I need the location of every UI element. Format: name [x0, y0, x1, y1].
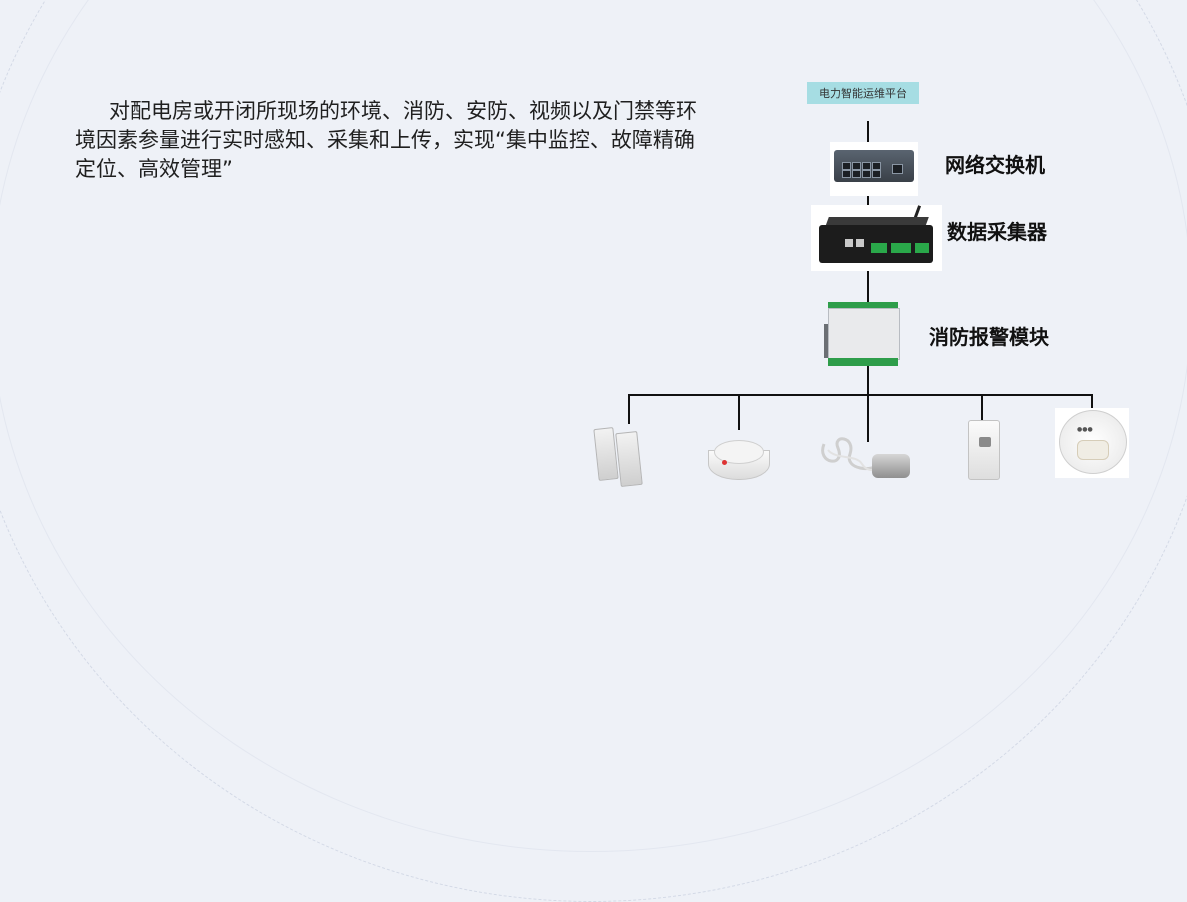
- drop-line: [1091, 394, 1093, 412]
- fire-module-label: 消防报警模块: [929, 325, 1049, 349]
- data-collector-icon: [811, 205, 942, 271]
- switch-label: 网络交换机: [945, 153, 1045, 177]
- connector-line: [867, 362, 869, 442]
- drop-line: [738, 394, 740, 430]
- pir-sensor-icon: [964, 420, 1004, 482]
- bus-line: [628, 394, 1093, 396]
- description-text: 对配电房或开闭所现场的环境、消防、安防、视频以及门禁等环境因素参量进行实时感知、…: [75, 99, 697, 181]
- ceiling-smoke-detector-icon: ●●●: [1055, 408, 1129, 478]
- platform-box: 电力智能运维平台: [807, 82, 919, 104]
- connector-line: [867, 270, 869, 304]
- connector-line: [867, 121, 869, 142]
- smoke-detector-icon: [706, 430, 772, 484]
- collector-label: 数据采集器: [947, 220, 1047, 244]
- door-magnet-sensor-icon: [592, 422, 652, 488]
- fire-alarm-module-icon: [824, 302, 910, 366]
- network-switch-icon: [830, 142, 918, 196]
- drop-line: [628, 394, 630, 424]
- drop-line: [981, 394, 983, 420]
- water-leak-sensor-icon: [816, 424, 916, 482]
